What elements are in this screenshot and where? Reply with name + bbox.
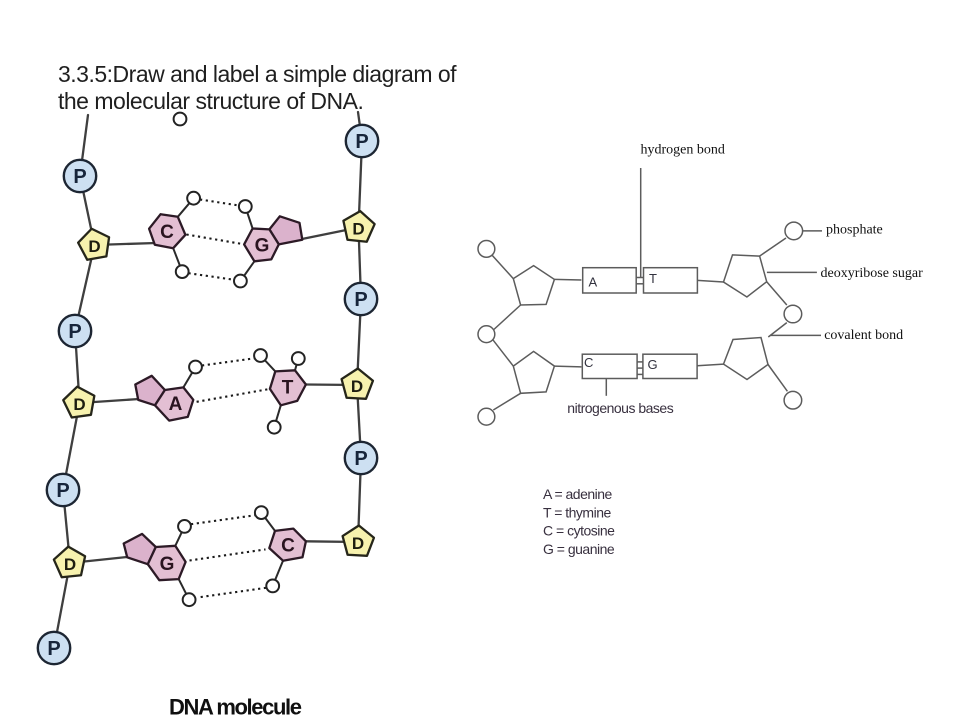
svg-text:D: D (64, 555, 76, 574)
svg-text:C = cytosine: C = cytosine (543, 523, 615, 539)
svg-text:T: T (282, 378, 294, 399)
svg-text:D: D (352, 220, 364, 239)
svg-text:D: D (352, 534, 364, 553)
svg-text:A = adenine: A = adenine (543, 486, 613, 502)
svg-text:G = guanine: G = guanine (543, 541, 615, 557)
svg-text:P: P (354, 448, 367, 470)
svg-text:P: P (68, 321, 81, 343)
svg-text:T = thymine: T = thymine (543, 504, 611, 520)
svg-text:phosphate: phosphate (826, 223, 883, 238)
svg-text:DNA molecule: DNA molecule (169, 695, 302, 720)
svg-text:C: C (160, 222, 174, 243)
svg-text:P: P (355, 131, 368, 153)
svg-text:covalent bond: covalent bond (824, 328, 903, 343)
svg-text:A: A (589, 275, 598, 290)
svg-text:C: C (281, 536, 295, 557)
svg-text:T: T (649, 271, 657, 286)
svg-text:P: P (354, 289, 367, 311)
svg-text:A: A (169, 394, 183, 415)
svg-text:G: G (255, 236, 270, 257)
svg-text:deoxyribose sugar: deoxyribose sugar (821, 266, 924, 281)
svg-text:P: P (73, 166, 86, 188)
svg-text:hydrogen bond: hydrogen bond (641, 143, 725, 158)
svg-text:G: G (648, 357, 658, 372)
svg-text:D: D (73, 395, 85, 414)
svg-text:P: P (47, 638, 60, 660)
svg-text:C: C (584, 355, 593, 370)
svg-text:G: G (160, 554, 175, 575)
svg-text:nitrogenous bases: nitrogenous bases (567, 400, 673, 416)
svg-text:D: D (88, 237, 100, 256)
svg-text:P: P (56, 480, 69, 502)
svg-text:D: D (351, 377, 363, 396)
